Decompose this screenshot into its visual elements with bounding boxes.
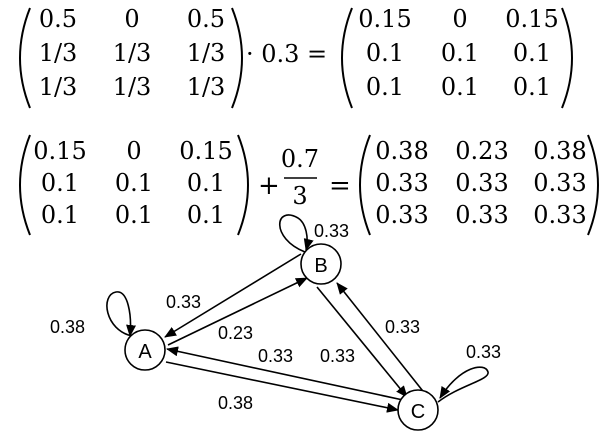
eq1-operator: · 0.3 = (246, 40, 327, 68)
edge-b-to-c (316, 286, 408, 398)
matrix-cell: 0.1 (187, 201, 225, 229)
edge-label: 0.33 (258, 346, 293, 366)
matrix-cell: 0.1 (513, 73, 551, 101)
matrix-cell: 1/3 (113, 73, 152, 101)
eq1-rhs-left-paren (341, 7, 353, 109)
eq2-equals: = (329, 171, 351, 201)
matrix-cell: 0.15 (358, 5, 411, 33)
edge-a-self-loop (106, 291, 137, 337)
matrix-cell: 0.1 (441, 39, 479, 67)
node-label: A (138, 341, 152, 363)
matrix-cell: 0.33 (375, 201, 428, 229)
matrix-cell: 0.1 (41, 169, 79, 197)
matrix-cell: 0.33 (533, 201, 586, 229)
edge-c-to-a (166, 346, 404, 401)
matrix-cell: 0.1 (115, 169, 153, 197)
matrix-cell: 1/3 (39, 73, 78, 101)
edge-label: 0.33 (320, 346, 355, 366)
eq2-lhs-right-paren (237, 134, 249, 236)
node-a: A (124, 329, 166, 371)
matrix-cell: 0.23 (455, 137, 508, 165)
matrix-cell: 0 (126, 137, 141, 165)
matrix-cell: 0.33 (375, 169, 428, 197)
matrix-cell: 0.33 (533, 169, 586, 197)
edge-c-to-b (336, 282, 427, 396)
matrix-cell: 0 (124, 5, 139, 33)
node-label: B (314, 255, 327, 277)
matrix-cell: 0.1 (366, 73, 404, 101)
node-label: C (411, 401, 425, 423)
edge-a-to-b (167, 277, 308, 346)
matrix-cell: 0 (452, 5, 467, 33)
edge-a-to-c (165, 361, 399, 413)
matrix-cell: 0.1 (115, 201, 153, 229)
edge-label: 0.38 (218, 393, 253, 413)
matrix-cell: 1/3 (39, 39, 78, 67)
equation-1: 0.5 0 0.5 1/3 1/3 1/3 1/3 1/3 1/3 · 0.3 … (19, 5, 573, 109)
edge-c-self-loop (437, 366, 489, 403)
matrix-cell: 0.1 (513, 39, 551, 67)
eq1-lhs-right-paren (231, 7, 243, 109)
matrix-cell: 0.33 (455, 201, 508, 229)
matrix-cell: 0.15 (179, 137, 232, 165)
fraction-denominator: 3 (292, 182, 307, 210)
matrix-cell: 1/3 (113, 39, 152, 67)
edge-label: 0.33 (314, 221, 349, 241)
matrix-cell: 0.5 (39, 5, 77, 33)
matrix-cell: 0.33 (455, 169, 508, 197)
edge-label: 0.33 (385, 317, 420, 337)
eq2-lhs-left-paren (19, 134, 31, 236)
matrix-cell: 0.38 (533, 137, 586, 165)
eq1-lhs-left-paren (19, 7, 31, 109)
edge-label: 0.38 (50, 317, 85, 337)
matrix-cell: 0.5 (187, 5, 225, 33)
matrix-cell: 0.1 (441, 73, 479, 101)
eq2-rhs-right-paren (587, 134, 599, 236)
matrix-cell: 0.38 (375, 137, 428, 165)
matrix-cell: 0.1 (366, 39, 404, 67)
matrix-cell: 0.15 (505, 5, 558, 33)
state-graph (106, 214, 489, 413)
edge-b-self-loop (278, 214, 314, 253)
matrix-cell: 0.15 (33, 137, 86, 165)
node-b: B (300, 243, 342, 285)
eq1-rhs-right-paren (561, 7, 573, 109)
matrix-cell: 1/3 (187, 39, 226, 67)
equation-2: 0.15 0 0.15 0.1 0.1 0.1 0.1 0.1 0.1 + 0.… (19, 134, 599, 236)
edge-label: 0.33 (466, 342, 501, 362)
fraction-numerator: 0.7 (281, 145, 319, 173)
edge-b-to-a (164, 253, 302, 338)
matrix-cell: 0.1 (187, 169, 225, 197)
eq2-rhs-left-paren (359, 134, 371, 236)
edge-label: 0.33 (166, 292, 201, 312)
eq2-plus: + (258, 171, 280, 201)
edge-label: 0.23 (218, 323, 253, 343)
node-c: C (397, 389, 439, 431)
matrix-cell: 0.1 (41, 201, 79, 229)
matrix-cell: 1/3 (187, 73, 226, 101)
